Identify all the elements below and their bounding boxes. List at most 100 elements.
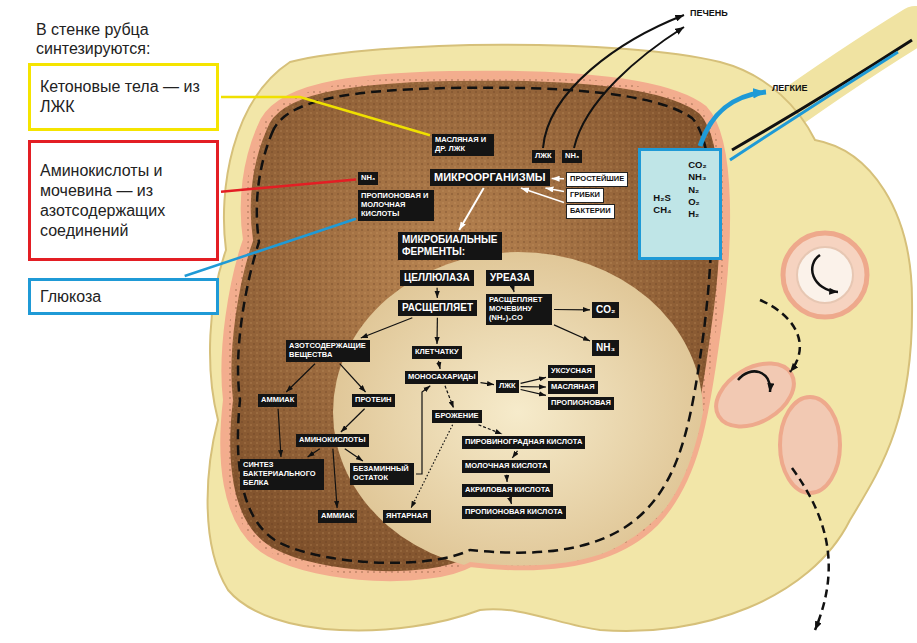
node-text: БЕЗАМИННЫЙ ОСТАТОК	[353, 465, 411, 483]
connector-arrow	[439, 361, 441, 369]
process-box: УРЕАЗА	[486, 270, 534, 286]
rumen-wall	[225, 76, 725, 576]
process-box: NH₃	[562, 150, 582, 163]
node-text: ЦЕЛЛЮЛАЗА	[404, 272, 470, 284]
connector-arrow	[481, 383, 495, 385]
process-box: CO₂	[592, 302, 619, 318]
reticulum-lining	[797, 247, 853, 303]
node-text: NH₃	[596, 342, 615, 354]
process-box: ЯНТАРНАЯ	[383, 510, 431, 523]
connector-arrow	[545, 188, 564, 192]
leader-line	[221, 97, 430, 135]
node-text: ПРОПИОНОВАЯ КИСЛОТА	[465, 508, 563, 517]
process-box: МАСЛЯНАЯ	[548, 381, 598, 394]
node-text: ЛЖК	[535, 152, 552, 161]
node-text: Глюкоза	[40, 287, 101, 307]
process-box: БЕЗАМИННЫЙ ОСТАТОК	[350, 463, 414, 485]
node-text: ПРОСТЕЙШИЕ	[570, 175, 624, 184]
connector-arrow	[278, 409, 281, 457]
abomasum	[780, 397, 840, 493]
process-box: АКРИЛОВАЯ КИСЛОТА	[462, 484, 553, 497]
process-box: МАСЛЯНАЯ И ДР. ЛЖК	[432, 134, 494, 156]
node-text: МОНОСАХАРИДЫ	[408, 373, 475, 382]
process-box: АМИНОКИСЛОТЫ	[296, 434, 369, 447]
process-box: АММИАК	[318, 510, 357, 523]
node-text: АММИАК	[261, 396, 294, 405]
gas-box: CO₂ NH₃ N₂ O₂ H₂H₂S CH₄	[638, 148, 722, 260]
process-box: NH₃	[592, 340, 619, 356]
process-box: МИКРОБИАЛЬНЫЕ ФЕРМЕНТЫ:	[398, 232, 502, 260]
node-text: NH₃	[361, 174, 375, 183]
node-text: АМИНОКИСЛОТЫ	[299, 436, 366, 445]
process-box: ЛЖК	[532, 150, 555, 163]
flow-arrow	[812, 255, 838, 292]
connector-arrow	[308, 449, 320, 457]
node-text: МАСЛЯНАЯ	[551, 383, 595, 392]
node-text: CO₂	[596, 304, 615, 316]
organism-box: ПРОСТЕЙШИЕ	[566, 172, 628, 187]
node-text: МАСЛЯНАЯ И ДР. ЛЖК	[435, 136, 491, 154]
node-text: МОЛОЧНАЯ КИСЛОТА	[465, 462, 547, 471]
connector-arrow	[552, 178, 564, 180]
callout-box: Аминокислоты и мочевина — из азотсодержа…	[28, 140, 219, 261]
node-text: Кетоновые тела — из ЛЖК	[40, 77, 207, 117]
connector-arrow	[521, 386, 546, 388]
node-text: УКСУСНАЯ	[551, 367, 592, 376]
node-text: РАСЩЕПЛЯЕТ МОЧЕВИНУ (NH₂)₂CO	[489, 296, 549, 323]
rumen-texture	[225, 76, 725, 576]
organ-label: ПЕЧЕНЬ	[690, 8, 728, 19]
rumen-content	[333, 252, 703, 572]
node-text: ГРИБКИ	[570, 191, 600, 200]
connector-arrow	[340, 364, 366, 392]
process-box: ПРОПИОНОВАЯ КИСЛОТА	[462, 506, 566, 519]
organism-box: ГРИБКИ	[566, 188, 604, 203]
process-box: БРОЖЕНИЕ	[432, 410, 482, 423]
connector-arrow	[554, 309, 590, 310]
process-box: РАСЩЕПЛЯЕТ	[398, 300, 477, 316]
connector-arrow	[416, 386, 430, 474]
node-text: ПИРОВИНОГРАДНАЯ КИСЛОТА	[465, 438, 582, 447]
connector-arrow	[437, 288, 438, 298]
node-text: БАКТЕРИИ	[570, 207, 611, 216]
process-box: УКСУСНАЯ	[548, 365, 595, 378]
connector-arrow	[513, 288, 514, 292]
connector-arrow	[510, 499, 512, 504]
connector-arrow	[459, 188, 484, 230]
gas-to-lungs-arrow	[700, 92, 766, 146]
node-text: CO₂ NH₃ N₂ O₂ H₂	[688, 159, 706, 221]
stomach-body	[208, 45, 913, 631]
connector-arrow	[341, 409, 365, 432]
organ-label: ЛЕГКИЕ	[772, 83, 807, 94]
flow-arrow	[760, 300, 800, 372]
process-box: ЛЖК	[496, 380, 519, 393]
node-text: ПРОПИОНОВАЯ И МОЛОЧНАЯ КИСЛОТЫ	[361, 192, 431, 219]
node-text: ПРОТЕИН	[355, 396, 392, 405]
flow-arrow	[738, 371, 770, 392]
node-text: СИНТЕЗ БАКТЕРИАЛЬНОГО БЕЛКА	[243, 461, 321, 488]
process-box: МИКРООРГАНИЗМЫ	[430, 169, 550, 186]
connector-arrow	[361, 318, 413, 338]
node-text: ЯНТАРНАЯ	[386, 512, 428, 521]
flow-arrow	[792, 468, 829, 630]
connector-arrow	[411, 425, 453, 508]
node-text: Аминокислоты и мочевина — из азотсодержа…	[40, 161, 207, 241]
node-text: МИКРОБИАЛЬНЫЕ ФЕРМЕНТЫ:	[402, 234, 498, 258]
node-text: УРЕАЗА	[490, 272, 530, 284]
connector-arrow	[506, 475, 508, 482]
connector-arrow	[521, 390, 546, 396]
node-text: NH₃	[565, 152, 579, 161]
process-box: ПРОТЕИН	[352, 394, 395, 407]
node-text: АММИАК	[321, 512, 354, 521]
process-box: ПРОПИОНОВАЯ	[548, 397, 614, 410]
callout-box: Кетоновые тела — из ЛЖК	[28, 63, 219, 131]
reticulum	[783, 233, 867, 317]
node-text: ЛЖК	[499, 382, 516, 391]
process-box: МОЛОЧНАЯ КИСЛОТА	[462, 460, 550, 473]
process-box: АЗОТСОДЕРЖАЩИЕ ВЕЩЕСТВА	[286, 340, 370, 362]
connector-arrow	[479, 425, 503, 434]
process-box: СИНТЕЗ БАКТЕРИАЛЬНОГО БЕЛКА	[240, 459, 324, 490]
callout-box: Глюкоза	[28, 278, 219, 315]
node-text: КЛЕТЧАТКУ	[415, 348, 459, 357]
liver-arrow	[574, 27, 684, 148]
